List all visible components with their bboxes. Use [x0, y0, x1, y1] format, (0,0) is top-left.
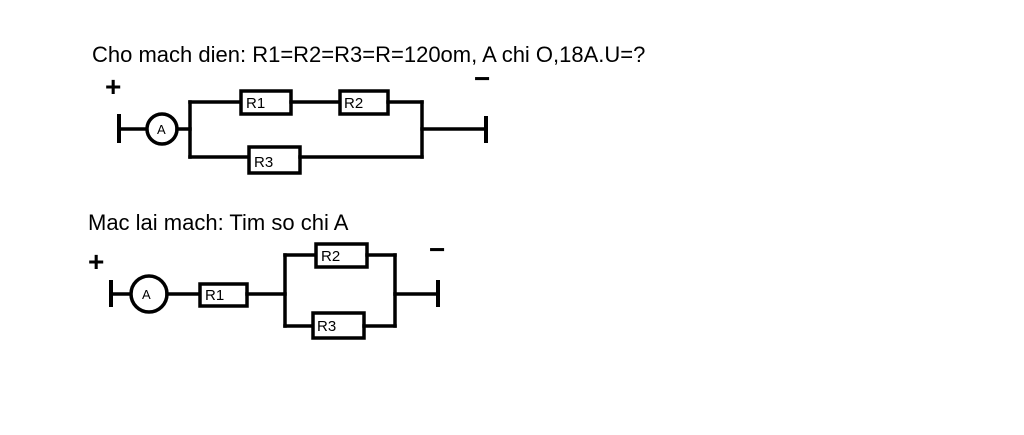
- resistor-r1-circuit-1: R1: [239, 89, 293, 116]
- circuit-1: + − A R1 R2 R3: [105, 63, 490, 175]
- question-1-text: Cho mach dien: R1=R2=R3=R=120om, A chi O…: [92, 42, 645, 67]
- plus-terminal-label-1: +: [105, 71, 121, 102]
- resistor-r3-circuit-2: R3: [311, 311, 366, 340]
- resistor-label: R1: [205, 287, 224, 304]
- resistor-label: R1: [246, 95, 265, 112]
- minus-terminal-label-1: −: [474, 63, 490, 94]
- question-2-text: Mac lai mach: Tim so chi A: [88, 210, 349, 235]
- resistor-label: R3: [317, 318, 336, 335]
- resistor-r2-circuit-2: R2: [314, 242, 369, 269]
- minus-terminal-label-2: −: [429, 234, 445, 265]
- resistor-r2-circuit-1: R2: [338, 89, 390, 116]
- resistor-label: R2: [321, 248, 340, 265]
- ammeter-1: A: [145, 112, 179, 146]
- circuit-2: + − A R1 R2 R3: [88, 234, 445, 340]
- plus-terminal-label-2: +: [88, 246, 104, 277]
- resistor-r3-circuit-1: R3: [247, 145, 302, 175]
- resistor-r1-circuit-2: R1: [198, 282, 249, 308]
- ammeter-2: A: [129, 274, 169, 314]
- ammeter-label: A: [157, 122, 166, 137]
- ammeter-label: A: [142, 287, 151, 302]
- resistor-label: R2: [344, 95, 363, 112]
- resistor-label: R3: [254, 154, 273, 171]
